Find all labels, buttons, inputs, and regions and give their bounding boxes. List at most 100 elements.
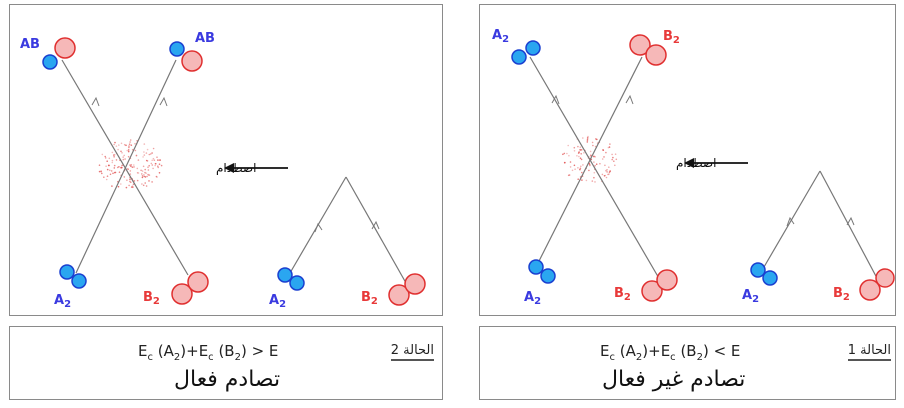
impact-dot	[105, 165, 107, 167]
impact-dot	[128, 184, 130, 187]
impact-dot	[125, 144, 127, 147]
impact-dot	[143, 175, 145, 178]
label-a2-bottom: A2	[524, 290, 541, 307]
impact-dot	[133, 180, 136, 182]
impact-dot	[566, 152, 568, 155]
impact-dot	[604, 164, 606, 167]
impact-dot	[114, 141, 116, 144]
impact-dot	[129, 164, 131, 166]
impact-dot	[111, 151, 114, 154]
impact-dot	[147, 166, 149, 168]
impact-dot	[585, 179, 588, 182]
impact-dot	[614, 164, 616, 167]
molecule-b2-top	[629, 34, 667, 66]
impact-dot	[157, 166, 159, 169]
arrowhead	[625, 94, 634, 105]
impact-dot	[134, 142, 136, 145]
label-a2-small: A2	[269, 293, 286, 310]
impact-dot	[137, 159, 140, 161]
impact-dot	[116, 166, 119, 169]
impact-dot	[609, 170, 611, 172]
impact-dot	[562, 153, 564, 156]
energy-condition-formula: Ec (A2)+Ec (B2) < E	[600, 342, 741, 363]
impact-dot	[108, 157, 111, 160]
impact-dot	[141, 170, 144, 172]
molecule-b2-small	[859, 268, 895, 301]
label-b2-small: B2	[361, 290, 378, 307]
diagram-effective-collision: AB AB A2 B2 اصطدام A2	[9, 4, 443, 316]
impact-dot	[145, 172, 147, 174]
impact-dot	[601, 173, 604, 176]
impact-dot	[126, 179, 128, 181]
impact-dot	[155, 162, 157, 165]
impact-dot	[606, 171, 608, 173]
impact-dot	[123, 143, 126, 146]
impact-dot	[112, 172, 114, 175]
impact-dot	[159, 159, 161, 161]
arrowhead	[551, 94, 560, 105]
impact-dot	[143, 154, 146, 156]
impact-dot	[148, 174, 151, 176]
impact-dot	[154, 162, 157, 165]
impact-dot	[148, 174, 150, 176]
impact-dot	[151, 164, 154, 166]
impact-dot	[145, 152, 148, 154]
impact-dot	[134, 149, 137, 152]
impact-dot	[113, 153, 116, 156]
case-label: الحالة 2	[390, 343, 434, 361]
impact-dot	[143, 173, 145, 176]
impact-dot	[593, 155, 595, 158]
impact-dot	[118, 166, 120, 168]
arrowhead	[314, 222, 323, 233]
impact-dot	[129, 139, 132, 141]
impact-dot	[158, 163, 161, 165]
impact-dot	[589, 150, 592, 153]
impact-dot	[593, 161, 595, 163]
impact-dot	[123, 176, 126, 178]
impact-dot	[611, 153, 613, 156]
impact-dot	[141, 175, 144, 177]
impact-dot	[140, 169, 142, 172]
caption-ineffective-collision: الحالة 1 Ec (A2)+Ec (B2) < E تصادم غير ف…	[479, 326, 896, 400]
impact-dot	[569, 166, 572, 168]
impact-dot	[142, 156, 144, 158]
impact-dot	[148, 164, 150, 167]
impact-dot	[136, 172, 139, 174]
impact-dot	[120, 183, 122, 185]
impact-dot	[109, 169, 111, 172]
impact-dot	[577, 167, 579, 169]
impact-dot	[131, 166, 134, 168]
impact-zone-dots	[98, 139, 163, 189]
impact-dot	[120, 150, 122, 153]
impact-dot	[105, 178, 108, 181]
impact-dot	[146, 175, 148, 178]
impact-dot	[591, 180, 594, 182]
molecule-b2-bottom	[171, 271, 209, 305]
impact-dot	[578, 155, 580, 158]
impact-dot	[601, 158, 604, 160]
impact-dot	[143, 151, 145, 153]
impact-dot	[599, 162, 601, 165]
impact-dot	[130, 165, 132, 167]
impact-dot	[148, 153, 151, 156]
impact-dot	[136, 179, 139, 182]
impact-dot	[129, 141, 131, 143]
impact-dot	[580, 149, 583, 151]
impact-dot	[129, 170, 132, 172]
impact-dot	[130, 163, 133, 166]
impact-dot	[133, 166, 135, 168]
impact-dot	[591, 141, 594, 144]
impact-dot	[153, 159, 156, 161]
impact-dot	[573, 164, 576, 167]
impact-dot	[128, 146, 130, 149]
impact-dot	[115, 145, 118, 147]
impact-dot	[151, 159, 153, 162]
impact-dot	[573, 146, 576, 149]
impact-dot	[592, 144, 594, 147]
impact-dot	[158, 159, 161, 161]
impact-dot	[127, 149, 130, 151]
impact-dot	[147, 173, 149, 176]
impact-dot	[110, 170, 113, 172]
impact-dot	[121, 152, 123, 154]
effective-collision-drawing: AB AB A2 B2 اصطدام A2	[20, 31, 426, 310]
